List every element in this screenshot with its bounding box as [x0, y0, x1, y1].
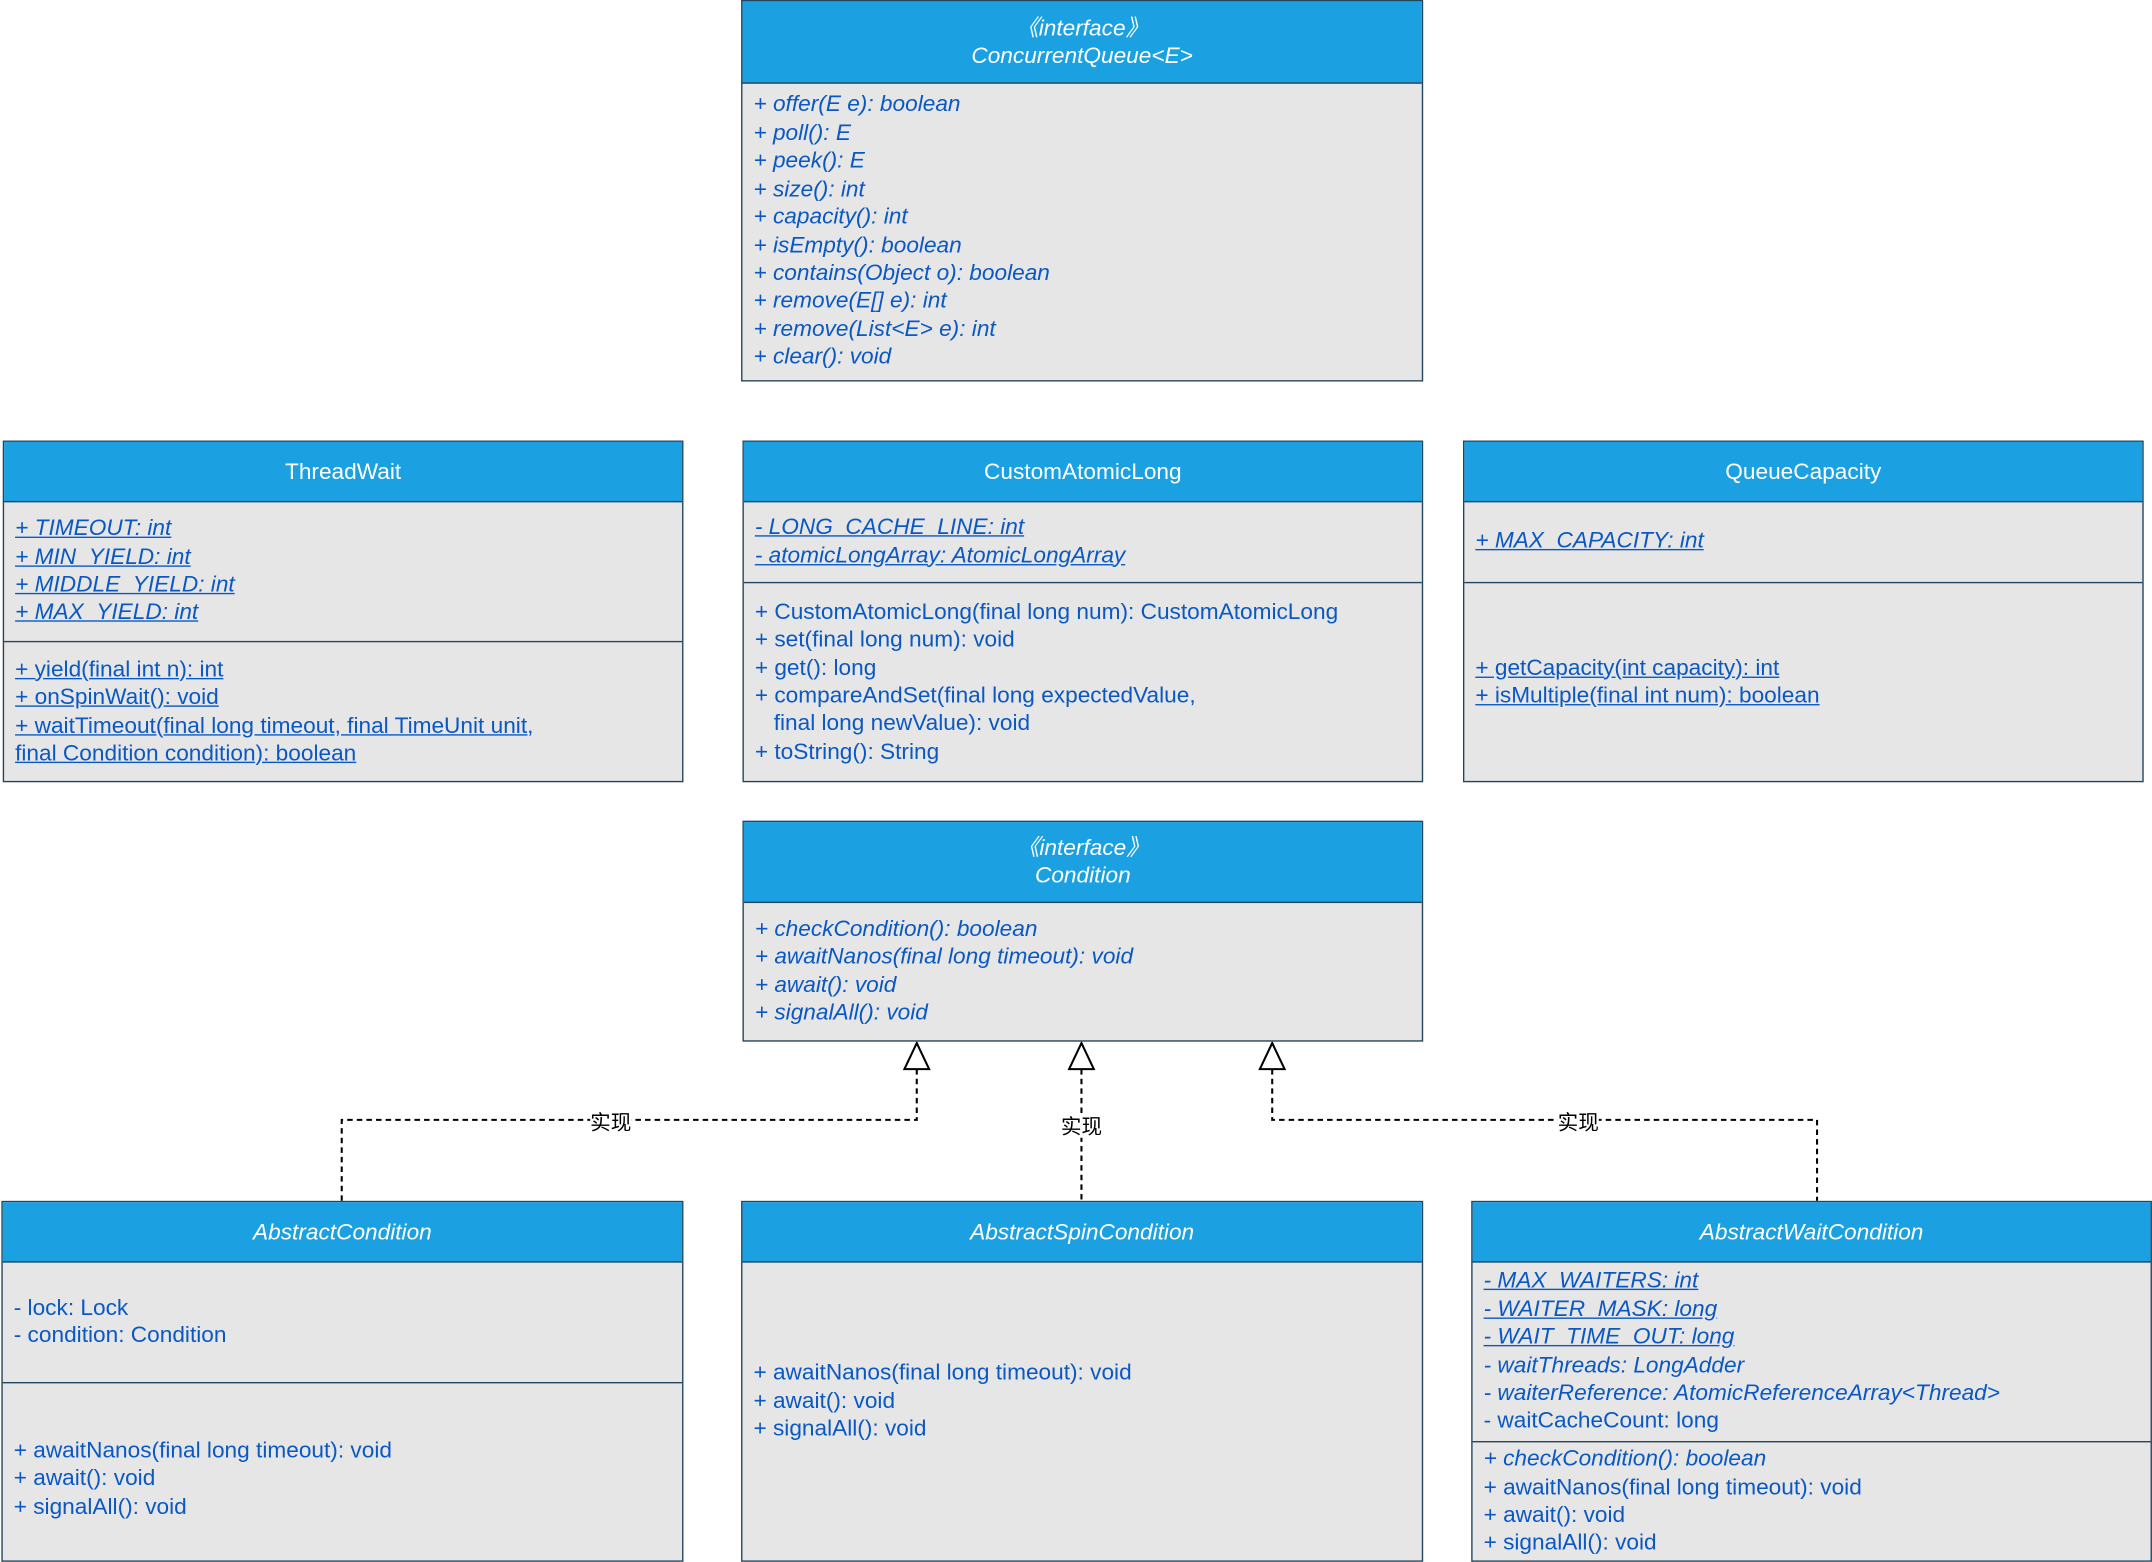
method: + await(): void [754, 972, 897, 998]
method: + signalAll(): void [753, 1416, 927, 1442]
method: + capacity(): int [753, 204, 908, 230]
class-abstract-wait-condition[interactable]: AbstractWaitCondition - MAX_WAITERS: int… [1471, 1200, 2152, 1562]
field: - WAITER_MASK: long [1483, 1296, 1718, 1322]
method: + clear(): void [753, 344, 892, 370]
method: + poll(): E [753, 120, 851, 146]
method: + compareAndSet(final long expectedValue… [754, 683, 1196, 709]
class-name: Condition [1034, 863, 1131, 888]
realization-arrowhead-icon [1067, 1040, 1096, 1071]
class-name: AbstractCondition [253, 1219, 432, 1245]
class-header: 《interface》 ConcurrentQueue<E> [742, 1, 1422, 84]
field: + MAX_YIELD: int [15, 600, 199, 625]
method: + isEmpty(): boolean [753, 232, 962, 258]
field: - waiterReference: AtomicReferenceArray<… [1483, 1380, 2001, 1406]
field: + MAX_CAPACITY: int [1475, 528, 1704, 554]
field: - condition: Condition [13, 1322, 227, 1348]
method: + size(): int [753, 176, 865, 202]
class-header: AbstractSpinCondition [742, 1202, 1422, 1263]
realization-arrowhead-icon [1258, 1040, 1287, 1071]
method: + remove(E[] e): int [753, 288, 947, 314]
relation-label: 实现 [590, 1110, 632, 1135]
class-header: 《interface》 Condition [743, 822, 1422, 904]
class-header: ThreadWait [4, 441, 683, 503]
method: + offer(E e): boolean [753, 92, 961, 118]
method: + CustomAtomicLong(final long num): Cust… [754, 599, 1339, 625]
methods-section: + awaitNanos(final long timeout): void +… [2, 1382, 683, 1560]
realization-line-abstract-wait-condition [1271, 1069, 1819, 1201]
method: + onSpinWait(): void [15, 684, 219, 710]
methods-section: + getCapacity(int capacity): int + isMul… [1464, 581, 2143, 781]
method: + toString(): String [754, 739, 940, 765]
class-header: QueueCapacity [1464, 441, 2143, 503]
class-name: QueueCapacity [1725, 459, 1882, 484]
method: final long newValue): void [754, 711, 1031, 737]
methods-section: + awaitNanos(final long timeout): void +… [742, 1261, 1421, 1560]
field: - waitThreads: LongAdder [1483, 1352, 1745, 1378]
class-name: ThreadWait [284, 459, 402, 484]
method: + signalAll(): void [13, 1494, 187, 1519]
method: + peek(): E [753, 148, 865, 174]
field: + MIN_YIELD: int [15, 544, 191, 569]
class-name: AbstractSpinCondition [970, 1219, 1195, 1245]
fields-section: + TIMEOUT: int + MIN_YIELD: int + MIDDLE… [4, 501, 682, 641]
methods-section: + checkCondition(): boolean + awaitNanos… [1472, 1441, 2151, 1560]
class-name: AbstractWaitCondition [1699, 1219, 1924, 1245]
methods-section: + checkCondition(): boolean + awaitNanos… [744, 902, 1422, 1041]
relation-label: 实现 [1060, 1114, 1103, 1140]
method: + await(): void [753, 1388, 896, 1414]
method: + awaitNanos(final long timeout): void [754, 944, 1134, 970]
method: + awaitNanos(final long timeout): void [1483, 1474, 1862, 1500]
method: + checkCondition(): boolean [754, 916, 1038, 942]
method: + get(): long [754, 655, 877, 681]
class-concurrent-queue[interactable]: 《interface》 ConcurrentQueue<E> + offer(E… [741, 0, 1424, 382]
realization-arrowhead-icon [902, 1040, 931, 1071]
class-abstract-spin-condition[interactable]: AbstractSpinCondition + awaitNanos(final… [741, 1200, 1424, 1562]
method: + signalAll(): void [1483, 1530, 1657, 1556]
field: + MIDDLE_YIELD: int [15, 572, 235, 597]
class-header: CustomAtomicLong [743, 441, 1422, 503]
method: + await(): void [13, 1466, 156, 1491]
field: - LONG_CACHE_LINE: int [754, 514, 1025, 540]
field: - atomicLongArray: AtomicLongArray [754, 542, 1126, 568]
methods-section: + CustomAtomicLong(final long num): Cust… [743, 581, 1422, 781]
stereotype: 《interface》 [1016, 15, 1149, 41]
method: + remove(List<E> e): int [753, 316, 996, 342]
class-name: CustomAtomicLong [984, 459, 1182, 484]
class-header: AbstractWaitCondition [1472, 1202, 2151, 1263]
fields-section: + MAX_CAPACITY: int [1464, 501, 2142, 582]
class-header: AbstractCondition [2, 1202, 683, 1263]
method: final Condition condition): boolean [15, 740, 357, 766]
method: + contains(Object o): boolean [753, 260, 1050, 286]
method: + await(): void [1483, 1502, 1626, 1528]
method: + isMultiple(final int num): boolean [1475, 683, 1820, 709]
field: - WAIT_TIME_OUT: long [1483, 1324, 1735, 1350]
class-abstract-condition[interactable]: AbstractCondition - lock: Lock - conditi… [1, 1200, 684, 1562]
relation-label: 实现 [1557, 1110, 1599, 1135]
class-thread-wait[interactable]: ThreadWait + TIMEOUT: int + MIN_YIELD: i… [2, 440, 684, 783]
class-condition[interactable]: 《interface》 Condition + checkCondition()… [742, 820, 1424, 1042]
methods-section: + offer(E e): boolean + poll(): E + peek… [742, 82, 1421, 380]
field: + TIMEOUT: int [15, 516, 172, 541]
method: + waitTimeout(final long timeout, final … [15, 712, 534, 738]
methods-section: + yield(final int n): int + onSpinWait()… [4, 640, 683, 781]
class-name: ConcurrentQueue<E> [971, 43, 1193, 68]
method: + checkCondition(): boolean [1483, 1446, 1767, 1472]
method: + awaitNanos(final long timeout): void [13, 1438, 392, 1463]
field: - waitCacheCount: long [1483, 1408, 1719, 1434]
stereotype: 《interface》 [1016, 835, 1149, 861]
class-queue-capacity[interactable]: QueueCapacity + MAX_CAPACITY: int + getC… [1462, 440, 2144, 783]
field: - MAX_WAITERS: int [1483, 1268, 1699, 1294]
fields-section: - LONG_CACHE_LINE: int - atomicLongArray… [744, 501, 1422, 582]
method: + signalAll(): void [754, 1000, 928, 1026]
method: + yield(final int n): int [15, 656, 224, 682]
method: + awaitNanos(final long timeout): void [753, 1360, 1132, 1386]
class-custom-atomic-long[interactable]: CustomAtomicLong - LONG_CACHE_LINE: int … [742, 440, 1424, 783]
field: - lock: Lock [13, 1294, 129, 1320]
method: + set(final long num): void [754, 627, 1015, 653]
fields-section: - MAX_WAITERS: int - WAITER_MASK: long -… [1473, 1261, 2151, 1441]
fields-section: - lock: Lock - condition: Condition [3, 1261, 682, 1382]
method: + getCapacity(int capacity): int [1475, 655, 1780, 681]
